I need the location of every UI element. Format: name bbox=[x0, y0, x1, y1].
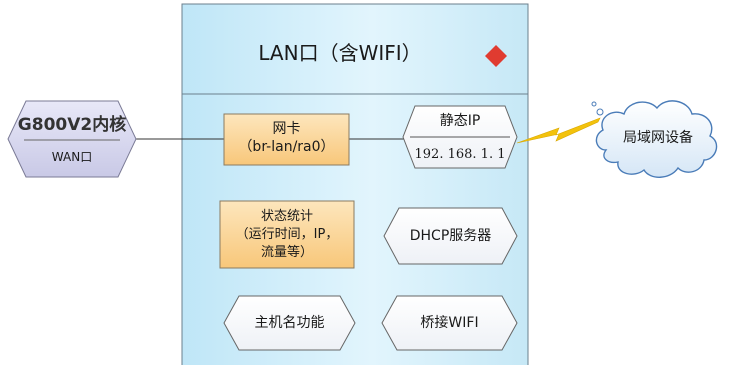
network-card-line2: （br-lan/ra0） bbox=[238, 139, 335, 155]
status-stats-line1: 状态统计 bbox=[260, 209, 313, 224]
lan-devices-label: 局域网设备 bbox=[623, 130, 693, 146]
static-ip-label: 静态IP bbox=[439, 113, 481, 129]
status-stats-line3: 流量等） bbox=[260, 245, 313, 260]
core-title: G800V2内核 bbox=[17, 115, 127, 135]
network-card-box bbox=[223, 113, 350, 166]
static-ip-node bbox=[402, 105, 518, 169]
status-stats-line2: （运行时间，IP， bbox=[235, 227, 339, 242]
diamond-icon bbox=[485, 45, 507, 67]
dhcp-label: DHCP服务器 bbox=[409, 228, 492, 244]
bridge-wifi-label: 桥接WIFI bbox=[420, 315, 479, 331]
dhcp-node bbox=[383, 207, 518, 265]
static-ip-value: 192. 168. 1. 1 bbox=[414, 147, 506, 162]
hostname-node bbox=[223, 295, 356, 351]
hostname-label: 主机名功能 bbox=[254, 315, 325, 331]
status-stats-box bbox=[219, 200, 355, 269]
wan-port-label: WAN口 bbox=[51, 150, 93, 164]
lan-panel-title: LAN口（含WIFI） bbox=[258, 41, 422, 65]
core-node bbox=[7, 100, 137, 178]
cloud-icon bbox=[591, 100, 718, 178]
network-card-line1: 网卡 bbox=[272, 121, 301, 137]
lightning-icon bbox=[516, 117, 601, 144]
bridge-wifi-node bbox=[381, 295, 518, 351]
